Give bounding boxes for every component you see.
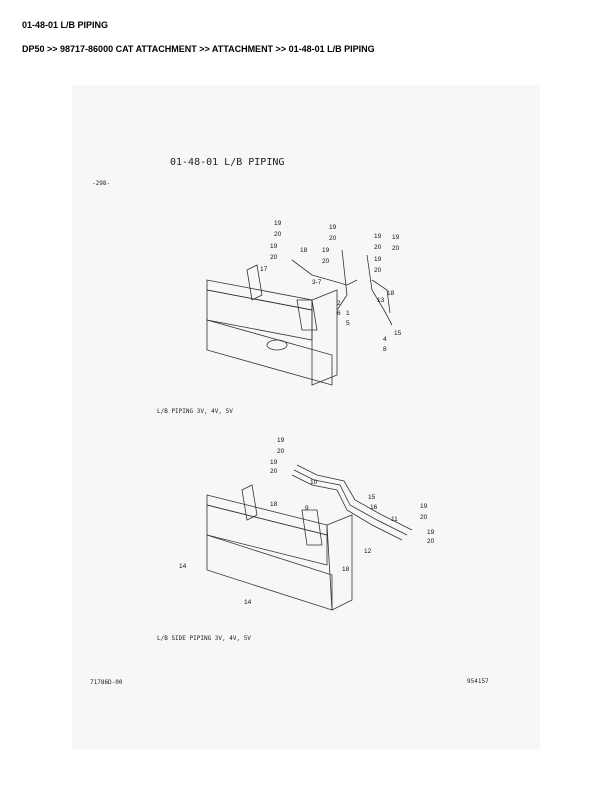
callout: 19 [270,459,278,466]
callout: 3-7 [312,279,322,286]
callout: 20 [270,468,278,475]
breadcrumb: DP50 >> 98717-86000 CAT ATTACHMENT >> AT… [22,44,375,54]
callout: 20 [392,245,400,252]
callout: 16 [370,504,378,511]
callout: 6 [337,310,341,317]
callout: 20 [322,258,330,265]
callout: 20 [329,235,337,242]
diagram-title: 01-48-01 L/B PIPING [170,157,285,168]
caption-bottom: L/B SIDE PIPING 3V, 4V, 5V [157,635,251,642]
callout: 14 [179,563,187,570]
top-hoses [291,249,393,326]
callout: 17 [260,266,268,273]
callout: 9 [305,505,309,512]
callout: 19 [374,256,382,263]
callout: 19 [329,224,337,231]
callout: 20 [374,244,382,251]
parts-diagram-drawing [206,249,413,611]
callout: 19 [374,233,382,240]
callout: 8 [383,346,387,353]
callout: 4 [383,336,387,343]
callout: 19 [420,503,428,510]
callout: 11 [391,516,398,523]
callout: 14 [244,599,252,606]
callout: 15 [368,494,376,501]
callout: 15 [394,330,402,337]
callout: 2 [337,300,341,307]
page-title: 01-48-01 L/B PIPING [22,20,109,30]
callout: 12 [364,548,372,555]
callout: 20 [427,538,435,545]
bottom-hoses [291,464,413,541]
drawing-number: 954157 [467,678,489,685]
callout: 13 [377,297,385,304]
callout: 1 [346,310,350,317]
callout: 19 [427,529,435,536]
callout: 10 [310,479,318,486]
callout: 18 [342,566,350,573]
callout: 19 [322,247,330,254]
callout: 20 [270,254,278,261]
callout: 5 [346,320,350,327]
bottom-carriage-frame [206,484,353,611]
callout: 18 [270,501,278,508]
parts-diagram-sheet: 01-48-01 L/B PIPING -298- L/B PIPING 3V,… [72,85,540,750]
callout: 20 [420,514,428,521]
top-carriage-frame [206,264,338,386]
callout: 20 [374,267,382,274]
callout: 20 [277,448,285,455]
callout: 18 [300,247,308,254]
callout: 18 [387,290,395,297]
callout: 19 [392,234,400,241]
caption-top: L/B PIPING 3V, 4V, 5V [157,408,233,415]
drawing-code: 71786D-00 [90,679,123,686]
callout: 19 [270,243,278,250]
page-reference: -298- [92,180,111,187]
callout: 20 [274,231,282,238]
callout: 19 [274,220,282,227]
callout: 19 [277,437,285,444]
